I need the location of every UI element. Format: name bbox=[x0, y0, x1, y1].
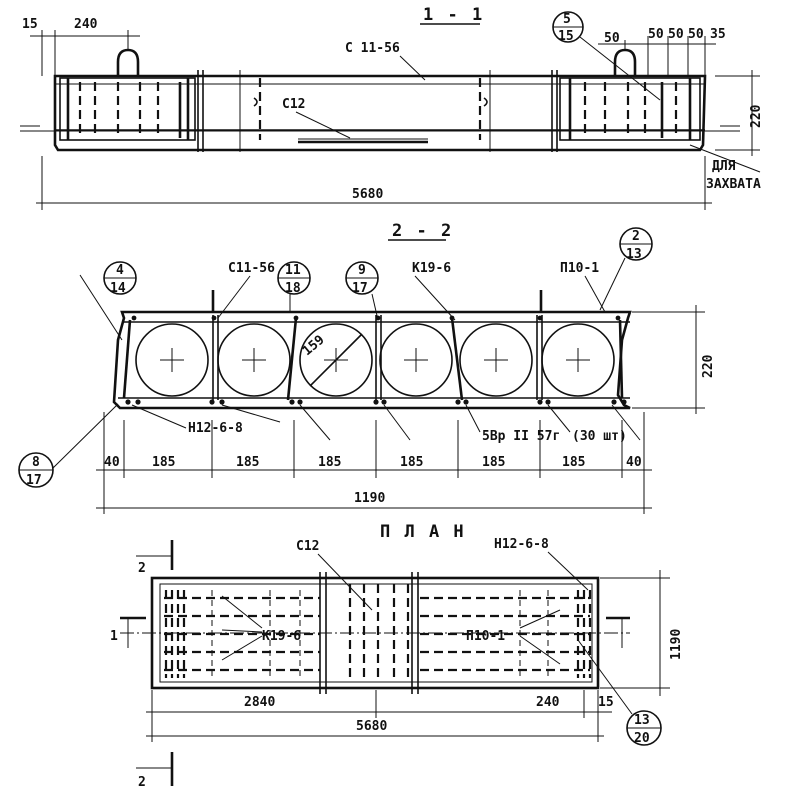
cut-marker-2-top: 2 bbox=[136, 540, 174, 576]
svg-text:20: 20 bbox=[634, 731, 650, 746]
svg-text:5: 5 bbox=[563, 12, 571, 27]
dim-185-2: 185 bbox=[236, 455, 259, 470]
label-p10-1-sec2: П10-1 bbox=[560, 261, 599, 276]
svg-text:13: 13 bbox=[634, 713, 650, 728]
plan-right-mesh bbox=[420, 590, 592, 678]
core-6 bbox=[541, 323, 615, 397]
svg-text:2: 2 bbox=[138, 775, 146, 790]
svg-text:18: 18 bbox=[285, 281, 301, 296]
svg-text:17: 17 bbox=[352, 281, 368, 296]
dim-185-4: 185 bbox=[400, 455, 423, 470]
label-wire-spec: 5Вр II 57г bbox=[482, 429, 560, 444]
dim-5680-plan: 5680 bbox=[356, 719, 387, 734]
leader-grip bbox=[689, 144, 761, 173]
dim-1190-plan: 1190 bbox=[669, 629, 684, 660]
core-4 bbox=[379, 323, 453, 397]
dim-15-plan: 15 bbox=[598, 695, 614, 710]
dim-15-top: 15 bbox=[22, 17, 38, 32]
label-k19-6-plan: К19-6 bbox=[262, 629, 301, 644]
label-wire-count: (30 шт) bbox=[572, 429, 627, 444]
leader-c11-56 bbox=[399, 55, 426, 81]
lifting-loop-left bbox=[116, 48, 140, 76]
label-h12-6-8-sec2: Н12-6-8 bbox=[188, 421, 243, 436]
callout-4-14: 4 14 bbox=[79, 261, 137, 341]
core-2 bbox=[217, 323, 291, 397]
callout-5-15: 5 15 bbox=[552, 11, 661, 101]
callout-11-18: 11 18 bbox=[277, 261, 311, 312]
core-1 bbox=[135, 323, 209, 397]
svg-text:15: 15 bbox=[558, 29, 574, 44]
label-c11-56-sec2: С11-56 bbox=[228, 261, 275, 276]
svg-text:8: 8 bbox=[32, 455, 40, 470]
grip-note-line1: ДЛЯ bbox=[712, 159, 736, 174]
dim-240-plan: 240 bbox=[536, 695, 560, 710]
dim-1190-sec2: 1190 bbox=[354, 491, 385, 506]
dim-50-c: 50 bbox=[668, 27, 684, 42]
dim-50-a: 50 bbox=[604, 31, 620, 46]
right-end-frames bbox=[551, 70, 701, 152]
dim-185-6: 185 bbox=[562, 455, 585, 470]
svg-text:13: 13 bbox=[626, 247, 642, 262]
break-mark-2 bbox=[483, 97, 488, 107]
svg-text:14: 14 bbox=[110, 281, 126, 296]
label-k19-6-sec2: К19-6 bbox=[412, 261, 451, 276]
callout-8-17: 8 17 bbox=[18, 403, 119, 488]
slab-cross-section bbox=[112, 310, 632, 410]
grip-note-line2: ЗАХВАТА bbox=[706, 177, 761, 192]
plan-left-mesh bbox=[164, 590, 320, 678]
section-1-1-title: 1 - 1 bbox=[423, 5, 484, 25]
dim-220-sec1: 220 bbox=[749, 104, 764, 128]
plan-title: П Л А Н bbox=[380, 522, 466, 542]
section-1-1: 1 - 1 bbox=[20, 5, 764, 210]
label-p10-1-plan: П10-1 bbox=[466, 629, 505, 644]
callout-9-17: 9 17 bbox=[345, 261, 379, 321]
dim-185-5: 185 bbox=[482, 455, 505, 470]
svg-text:2: 2 bbox=[632, 229, 640, 244]
dim-185-1: 185 bbox=[152, 455, 175, 470]
cut-marker-2-bottom: 2 bbox=[136, 752, 174, 790]
dim-35: 35 bbox=[710, 27, 726, 42]
dim-220-sec2: 220 bbox=[701, 354, 716, 378]
label-c12-plan: С12 bbox=[296, 539, 319, 554]
svg-text:17: 17 bbox=[26, 473, 42, 488]
cut-marker-1-right bbox=[606, 616, 630, 648]
left-end-frames bbox=[59, 70, 204, 152]
svg-text:4: 4 bbox=[116, 263, 124, 278]
callout-13-20: 13 20 bbox=[577, 639, 662, 746]
dim-5680-sec1: 5680 bbox=[352, 187, 383, 202]
cut-marker-1-left: 1 bbox=[110, 616, 146, 648]
dim-2840: 2840 bbox=[244, 695, 275, 710]
label-h12-6-8-plan: Н12-6-8 bbox=[494, 537, 549, 552]
label-c12: С12 bbox=[282, 97, 305, 112]
dim-185-3: 185 bbox=[318, 455, 341, 470]
core-5 bbox=[459, 323, 533, 397]
callout-2-13: 2 13 bbox=[599, 227, 653, 311]
break-mark-1 bbox=[253, 97, 258, 107]
vertical-frames bbox=[122, 315, 624, 401]
dim-240-top: 240 bbox=[74, 17, 98, 32]
plan-view: П Л А Н bbox=[110, 522, 684, 790]
dim-50-d: 50 bbox=[688, 27, 704, 42]
svg-text:9: 9 bbox=[358, 263, 366, 278]
dia-arrow bbox=[309, 333, 363, 387]
section-2-2-title: 2 - 2 bbox=[392, 221, 453, 241]
svg-text:1: 1 bbox=[110, 629, 118, 644]
svg-text:11: 11 bbox=[285, 263, 301, 278]
leader-c12 bbox=[295, 111, 351, 139]
section-2-2: 2 - 2 159 bbox=[18, 221, 716, 514]
strand-dots bbox=[125, 315, 627, 405]
label-c11-56: С 11-56 bbox=[345, 41, 400, 56]
svg-text:2: 2 bbox=[138, 561, 146, 576]
dim-40-left: 40 bbox=[104, 455, 120, 470]
dim-40-right: 40 bbox=[626, 455, 642, 470]
dim-50-b: 50 bbox=[648, 27, 664, 42]
